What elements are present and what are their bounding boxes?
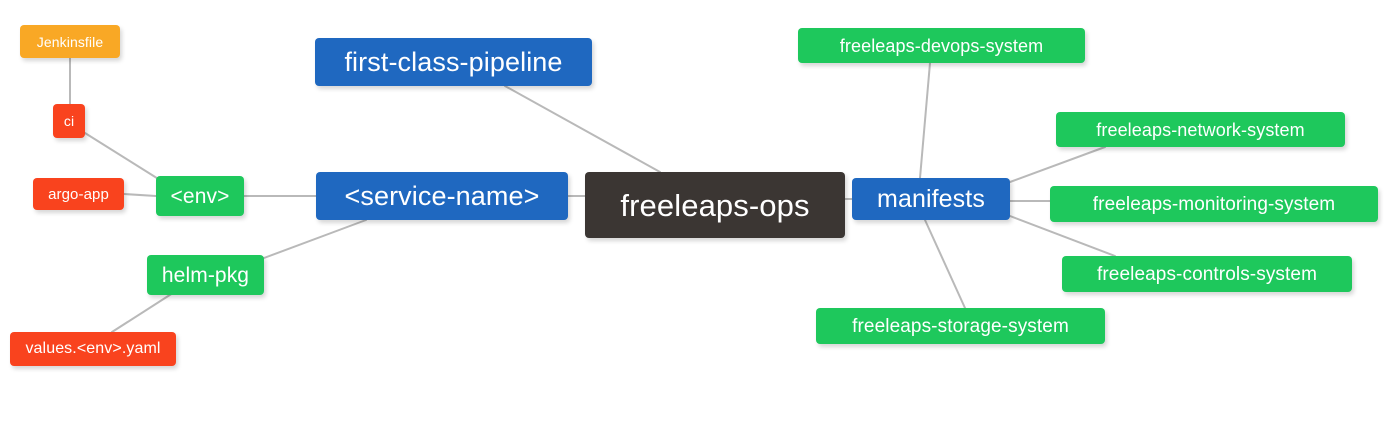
edge-argo-app-to-env <box>123 193 157 197</box>
mindmap-node-controls-system[interactable]: freeleaps-controls-system <box>1062 256 1352 292</box>
mindmap-node-helm-pkg[interactable]: helm-pkg <box>147 255 264 295</box>
mindmap-node-argo-app[interactable]: argo-app <box>33 178 124 210</box>
mindmap-node-values-yaml[interactable]: values.<env>.yaml <box>10 332 176 366</box>
edge-helm-pkg-to-values-yaml <box>111 290 177 333</box>
edge-ci-to-env <box>84 132 161 181</box>
mindmap-node-manifests[interactable]: manifests <box>852 178 1010 220</box>
mindmap-node-jenkinsfile[interactable]: Jenkinsfile <box>20 25 120 58</box>
edge-first-class-pipeline-to-freeleaps-ops <box>504 85 661 173</box>
mindmap-node-env[interactable]: <env> <box>156 176 244 216</box>
edge-manifests-to-devops-system <box>919 62 931 179</box>
edge-service-name-to-helm-pkg <box>263 219 367 259</box>
edge-manifests-to-storage-system <box>924 219 966 309</box>
mindmap-node-first-class-pipeline[interactable]: first-class-pipeline <box>315 38 592 86</box>
mindmap-node-ci[interactable]: ci <box>53 104 85 138</box>
mindmap-node-network-system[interactable]: freeleaps-network-system <box>1056 112 1345 147</box>
mindmap-node-monitoring-system[interactable]: freeleaps-monitoring-system <box>1050 186 1378 222</box>
mindmap-node-devops-system[interactable]: freeleaps-devops-system <box>798 28 1085 63</box>
mindmap-node-freeleaps-ops[interactable]: freeleaps-ops <box>585 172 845 238</box>
mindmap-node-storage-system[interactable]: freeleaps-storage-system <box>816 308 1105 344</box>
mindmap-node-service-name[interactable]: <service-name> <box>316 172 568 220</box>
edge-manifests-to-controls-system <box>1009 215 1116 257</box>
edge-manifests-to-network-system <box>1009 146 1106 183</box>
